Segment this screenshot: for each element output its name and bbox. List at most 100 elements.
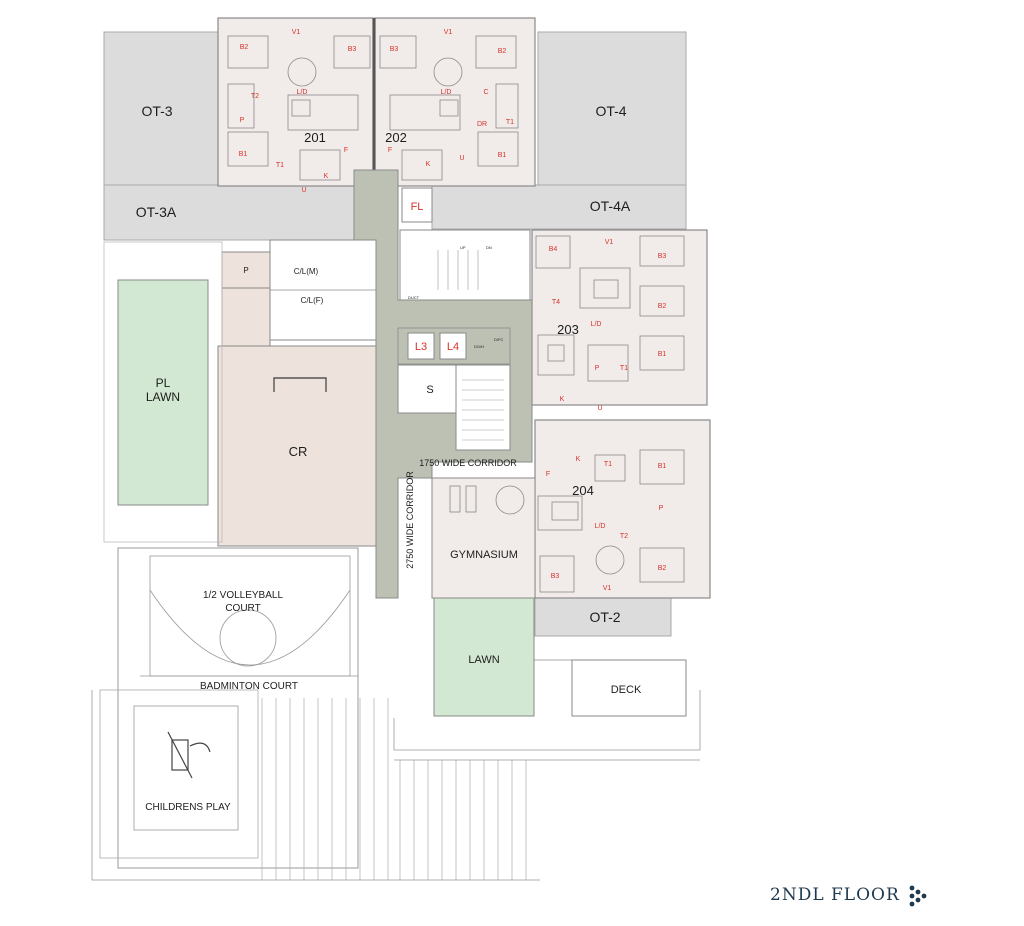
up-label: UP: [460, 245, 466, 250]
lift-l3: [407, 332, 435, 360]
room-code: U: [301, 187, 306, 194]
room-code: T1: [620, 365, 628, 372]
dfc-label: D/FC: [494, 337, 503, 342]
pl-lawn-label-1: PL: [156, 376, 171, 390]
room-code: V1: [292, 29, 301, 36]
room-code: V1: [444, 29, 453, 36]
ot2-label: OT-2: [589, 609, 620, 625]
unit-201-label: 201: [304, 130, 326, 145]
s-label: S: [426, 384, 433, 396]
lift-l3-label: L3: [415, 341, 427, 353]
room-code: T2: [251, 93, 259, 100]
lift-l4: [439, 332, 467, 360]
gym-room: [431, 477, 536, 599]
room-code: K: [576, 456, 581, 463]
corridor-2750-label: 2750 WIDE CORRIDOR: [405, 471, 415, 569]
cr-room: [217, 345, 377, 547]
lift-l4-label: L4: [447, 341, 459, 353]
s-room: [397, 364, 457, 414]
dgh-label: DG/H: [474, 344, 484, 349]
room-code: B2: [658, 303, 667, 310]
lawn-area: [433, 597, 535, 717]
unit-203-block: [531, 229, 708, 406]
unit-202-label: 202: [385, 130, 407, 145]
pl-lawn: [117, 279, 209, 506]
room-code: V1: [603, 585, 612, 592]
childrens-play-label: CHILDRENS PLAY: [145, 802, 231, 813]
cl-f-label: C/L(F): [301, 296, 324, 305]
unit-202-block: [374, 17, 536, 187]
room-code: B1: [498, 152, 507, 159]
deck-area: [571, 659, 687, 717]
room-code: T1: [276, 162, 284, 169]
unit-204-label: 204: [572, 483, 594, 498]
room-code: B3: [348, 46, 357, 53]
room-code: L/D: [591, 321, 602, 328]
room-code: F: [546, 471, 550, 478]
ot3-terrace: [103, 31, 219, 186]
room-code: B2: [498, 48, 507, 55]
room-code: P: [595, 365, 600, 372]
lawn-label: LAWN: [468, 654, 499, 666]
corridor-1750-label: 1750 WIDE CORRIDOR: [419, 458, 517, 468]
room-code: C: [483, 89, 488, 96]
stair-2: [455, 364, 511, 451]
room-code: B1: [658, 351, 667, 358]
room-code: B3: [390, 46, 399, 53]
ot3-label: OT-3: [141, 103, 172, 119]
room-code: U: [459, 155, 464, 162]
room-code: K: [324, 173, 329, 180]
room-code: V1: [605, 239, 614, 246]
ot4-label: OT-4: [595, 103, 626, 119]
deck-label: DECK: [611, 684, 642, 696]
childrens-play-area: [133, 705, 239, 831]
room-code: B4: [549, 246, 558, 253]
unit-203-label: 203: [557, 322, 579, 337]
lobby-area: [221, 287, 271, 347]
room-code: F: [344, 147, 348, 154]
room-code: K: [560, 396, 565, 403]
cr-label: CR: [289, 444, 308, 459]
room-code: L/D: [441, 89, 452, 96]
badminton-label: BADMINTON COURT: [200, 681, 298, 692]
pl-lawn-label-2: LAWN: [146, 390, 180, 404]
ot4a-terrace: [431, 184, 687, 230]
volleyball-label-2: COURT: [225, 603, 260, 614]
room-code: T1: [604, 461, 612, 468]
room-code: L/D: [297, 89, 308, 96]
room-code: F: [388, 147, 392, 154]
room-code: U: [597, 405, 602, 412]
ot4-terrace: [537, 31, 687, 186]
room-code: B3: [658, 253, 667, 260]
dots-logo-icon: [909, 885, 927, 907]
ot2-terrace: [534, 597, 672, 637]
room-code: B3: [551, 573, 560, 580]
p-room-label: P: [243, 266, 248, 275]
stair-block: [399, 229, 531, 301]
floor-title: 2NDL FLOOR: [770, 885, 900, 905]
ot3a-label: OT-3A: [136, 204, 177, 220]
unit-201-block: [217, 17, 374, 187]
volleyball-label-1: 1/2 VOLLEYBALL: [203, 590, 283, 601]
ot4a-label: OT-4A: [590, 198, 631, 214]
gym-label: GYMNASIUM: [450, 549, 518, 561]
room-code: L/D: [595, 523, 606, 530]
room-code: B2: [240, 44, 249, 51]
room-code: T2: [620, 533, 628, 540]
room-code: T1: [506, 119, 514, 126]
room-code: B2: [658, 565, 667, 572]
room-code: P: [240, 117, 245, 124]
room-code: T4: [552, 299, 560, 306]
cl-m-label: C/L(M): [294, 267, 319, 276]
play-equipment-icon: [167, 731, 211, 779]
room-code: B1: [239, 151, 248, 158]
room-code: P: [659, 505, 664, 512]
room-code: K: [426, 161, 431, 168]
room-code: B1: [658, 463, 667, 470]
fire-lift-label: FL: [411, 201, 424, 213]
fire-lift: [401, 187, 433, 223]
room-code: DR: [477, 121, 487, 128]
dn-label: DN: [486, 245, 492, 250]
duct-label: DUCT: [408, 295, 420, 300]
